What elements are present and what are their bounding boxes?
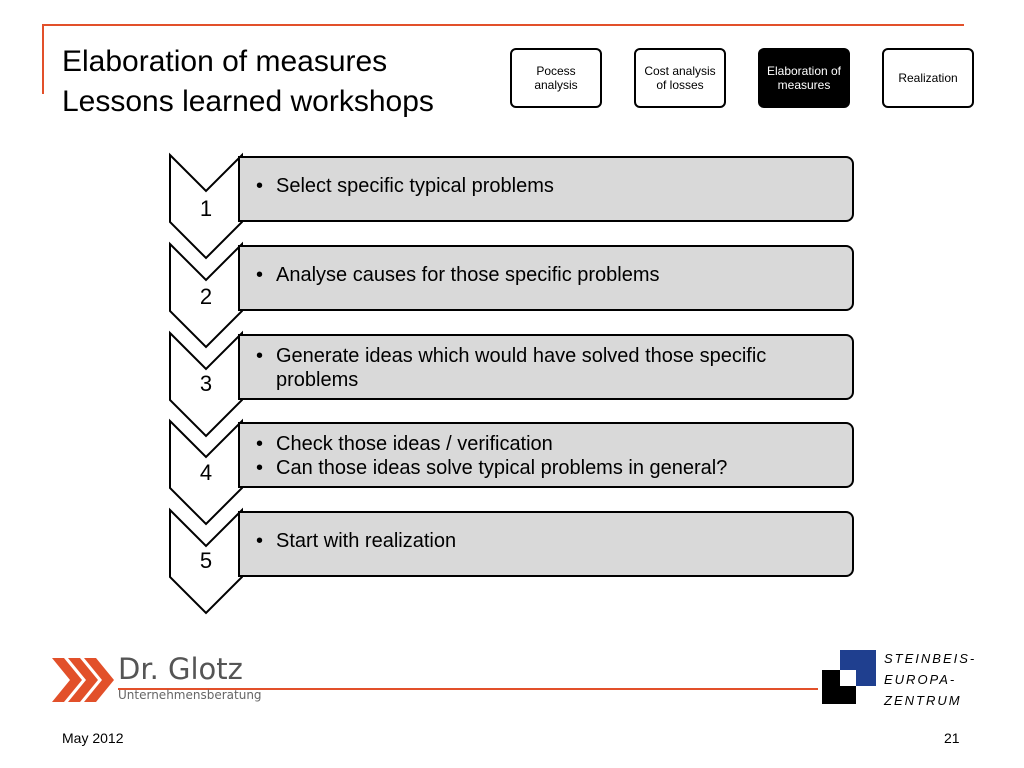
- flow-row-3: Generate ideas which would have solved t…: [238, 334, 854, 400]
- flow-row-2: Analyse causes for those specific proble…: [238, 245, 854, 311]
- flow-bullet: Analyse causes for those specific proble…: [254, 263, 842, 287]
- title-line-2: Lessons learned workshops: [62, 85, 434, 118]
- process-step-realization: Realization: [882, 48, 974, 108]
- flow-bullet: Can those ideas solve typical problems i…: [254, 456, 842, 480]
- flow-number-1: 1: [199, 196, 213, 221]
- flow-number-3: 3: [199, 371, 213, 396]
- footer-accent-line: [118, 688, 818, 690]
- slide-title: Elaboration of measures Lessons learned …: [62, 42, 434, 122]
- process-step-label: Cost analysis of losses: [644, 64, 716, 92]
- steinbeis-wordmark: STEINBEIS- EUROPA- ZENTRUM: [884, 648, 976, 711]
- steinbeis-line: EUROPA-: [884, 672, 957, 687]
- flow-number-5: 5: [199, 548, 213, 573]
- process-step-process-analysis: Pocess analysis: [510, 48, 602, 108]
- process-step-label: Pocess analysis: [534, 64, 578, 92]
- flow-bullet: Select specific typical problems: [254, 174, 842, 198]
- flow-number-2: 2: [199, 284, 213, 309]
- process-step-label: Realization: [898, 71, 958, 85]
- logo-subtitle: Unternehmensberatung: [118, 688, 262, 702]
- page-number: 21: [944, 730, 960, 746]
- process-step-label: Elaboration of measures: [766, 64, 842, 92]
- flow-row-4: Check those ideas / verification Can tho…: [238, 422, 854, 488]
- flow-number-4: 4: [199, 460, 213, 485]
- flow-row-1: Select specific typical problems: [238, 156, 854, 222]
- title-line-1: Elaboration of measures: [62, 45, 388, 78]
- process-step-elaboration-active: Elaboration of measures: [758, 48, 850, 108]
- footer-date: May 2012: [62, 730, 124, 746]
- flow-bullet: Generate ideas which would have solved t…: [254, 344, 842, 392]
- logo-name: Dr. Glotz: [118, 652, 243, 686]
- steinbeis-line: ZENTRUM: [884, 693, 962, 708]
- dr-glotz-logo-icon: [52, 658, 114, 702]
- flow-row-5: Start with realization: [238, 511, 854, 577]
- flow-bullet: Check those ideas / verification: [254, 432, 842, 456]
- left-accent-line: [42, 24, 44, 94]
- process-step-cost-analysis: Cost analysis of losses: [634, 48, 726, 108]
- steinbeis-logo-icon: [822, 650, 876, 704]
- top-accent-line: [42, 24, 964, 26]
- steinbeis-line: STEINBEIS-: [884, 651, 977, 666]
- flow-bullet: Start with realization: [254, 529, 842, 553]
